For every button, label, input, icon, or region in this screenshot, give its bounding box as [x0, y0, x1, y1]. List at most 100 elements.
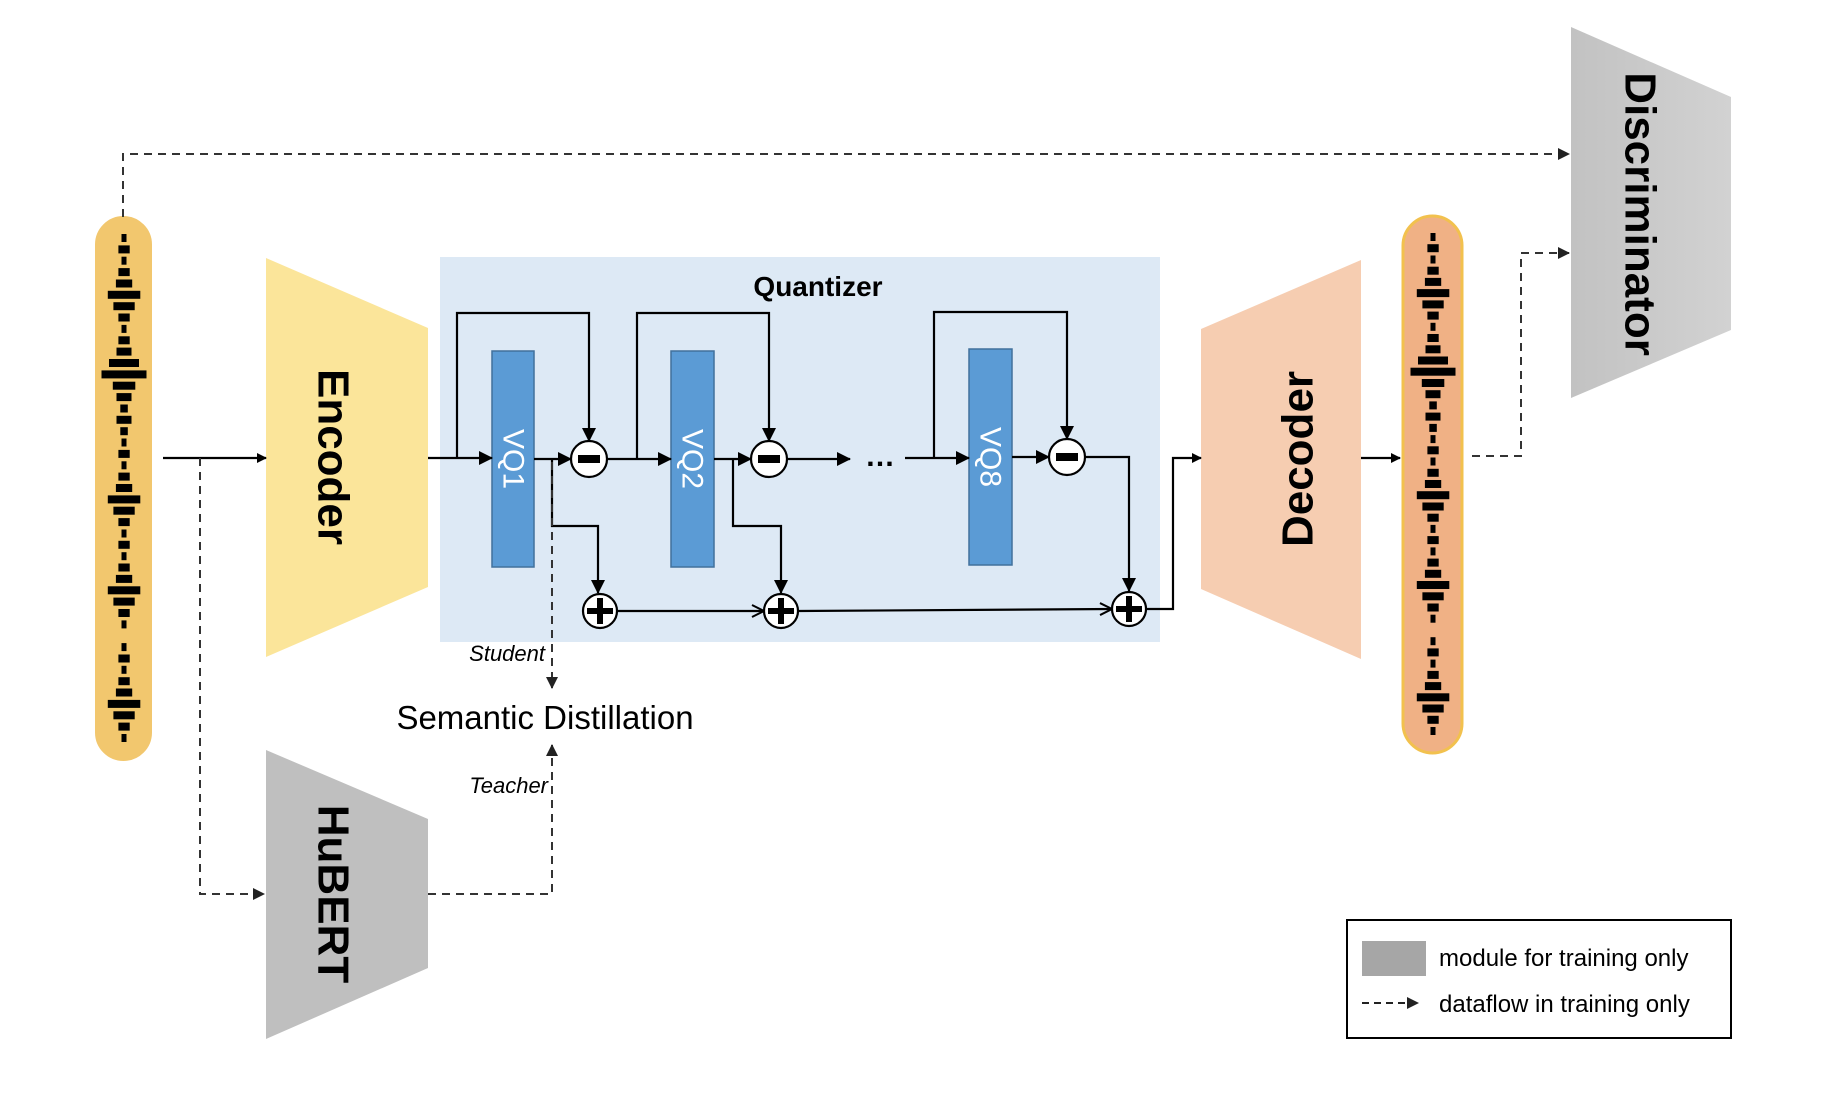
waveform-bar: [1424, 682, 1442, 691]
residual-loop-1: [455, 311, 596, 458]
waveform-bar: [1422, 502, 1444, 511]
minus-icon: [578, 455, 600, 463]
arrow-add-2-to-add-8: [797, 609, 1112, 611]
waveform-bar: [109, 359, 139, 367]
vq-stage-2[interactable]: VQ2: [670, 350, 715, 568]
vq-stage-1[interactable]: VQ1: [491, 350, 535, 568]
encoder-label: Encoder: [309, 369, 358, 545]
waveform-bar: [118, 518, 130, 527]
waveform-bar: [1430, 637, 1436, 646]
waveform-bar: [1418, 356, 1448, 365]
waveform-bar: [1422, 704, 1444, 713]
add-node-1: [581, 592, 619, 630]
quantizer-title: Quantizer: [753, 271, 882, 302]
waveform-bar: [121, 665, 127, 674]
decoder-shape: [1201, 260, 1361, 659]
waveform-bar: [115, 279, 133, 288]
waveform-bar: [1416, 491, 1450, 500]
subtract-node-8: [1047, 437, 1087, 477]
subtract-8-to-add-8: [1085, 455, 1136, 592]
waveform-bar: [113, 302, 135, 311]
waveform-bar: [113, 506, 135, 515]
waveform-bar: [1422, 300, 1444, 309]
vq-stage-8[interactable]: VQ8: [968, 348, 1013, 566]
waveform-bar: [1427, 648, 1439, 657]
waveform-bar: [121, 734, 127, 742]
waveform-bar: [115, 484, 133, 492]
waveform-bar: [121, 529, 127, 538]
arrow-quantizer-to-decoder: [1146, 453, 1202, 611]
waveform-bar: [1430, 524, 1436, 533]
waveform-bar: [1427, 311, 1439, 320]
waveform-bar: [121, 643, 127, 652]
waveform-bar: [118, 609, 130, 617]
minus-icon: [758, 455, 780, 463]
waveform-bar: [1429, 423, 1437, 432]
waveform-bar: [1416, 693, 1450, 702]
quantizer-ellipsis: …: [865, 440, 895, 473]
vq2-to-add-2: [731, 459, 788, 594]
discriminator-module[interactable]: Discriminator: [1571, 27, 1731, 398]
solid-connections: [163, 310, 1401, 611]
waveform-bar: [1421, 379, 1445, 387]
waveform-bar: [1424, 480, 1442, 488]
waveform-bar: [118, 313, 130, 322]
waveform-bar: [116, 415, 132, 424]
waveform-bar: [118, 563, 130, 572]
minus-icon: [1056, 453, 1078, 461]
waveform-bar: [1427, 244, 1439, 253]
legend-box: [1346, 919, 1732, 1039]
waveform-bar: [118, 654, 130, 663]
input-waveform: [95, 216, 152, 761]
waveform-bar: [113, 597, 135, 606]
waveform-bar: [1430, 435, 1436, 444]
teacher-label: Teacher: [469, 773, 549, 798]
waveform-bar: [107, 586, 141, 595]
waveform-bar: [1427, 603, 1439, 612]
output-waveform: [1401, 214, 1464, 755]
waveform-bar: [118, 722, 130, 731]
waveform-bar: [1416, 581, 1450, 589]
hubert-module[interactable]: HuBERT: [266, 750, 428, 1039]
decoder-module[interactable]: Decoder: [1201, 260, 1361, 659]
subtract-node-1: [569, 439, 609, 479]
waveform-bar: [112, 381, 136, 390]
waveform-bar: [115, 688, 133, 697]
waveform-bar: [1427, 558, 1439, 567]
waveform-bar: [1427, 715, 1439, 724]
waveform-bar: [1430, 614, 1436, 623]
waveform-bar: [118, 268, 130, 277]
waveform-bar: [1425, 345, 1441, 354]
vq1-label: VQ1: [497, 429, 530, 489]
vq2-label: VQ2: [676, 429, 709, 489]
waveform-bar: [1430, 457, 1436, 466]
waveform-bar: [1410, 367, 1456, 376]
waveform-bar: [1427, 266, 1439, 275]
waveform-bar: [113, 711, 135, 720]
output-waveform-bars: [1410, 233, 1456, 735]
waveform-bar: [107, 290, 141, 299]
waveform-bar: [1422, 592, 1444, 601]
encoder-module[interactable]: Encoder: [266, 258, 428, 657]
waveform-bar: [1430, 255, 1436, 264]
waveform-bar: [1424, 277, 1442, 286]
waveform-bar: [121, 461, 127, 470]
waveform-bar: [120, 404, 128, 413]
dashed-input-to-discriminator: [122, 148, 1570, 217]
waveform-bar: [1425, 390, 1441, 399]
waveform-bar: [121, 438, 127, 447]
waveform-bar: [1427, 670, 1439, 679]
student-label: Student: [469, 641, 546, 666]
hubert-shape: [266, 750, 428, 1039]
waveform-bar: [118, 449, 130, 458]
decoder-label: Decoder: [1274, 371, 1323, 547]
residual-loop-8: [932, 310, 1074, 458]
training-dataflows: [122, 148, 1570, 900]
waveform-bar: [121, 324, 127, 333]
waveform-bar: [1427, 446, 1439, 455]
vq2-block: [670, 350, 715, 568]
input-waveform-bars: [101, 234, 147, 742]
add-node-8: [1110, 590, 1148, 628]
waveform-bar: [116, 393, 132, 402]
